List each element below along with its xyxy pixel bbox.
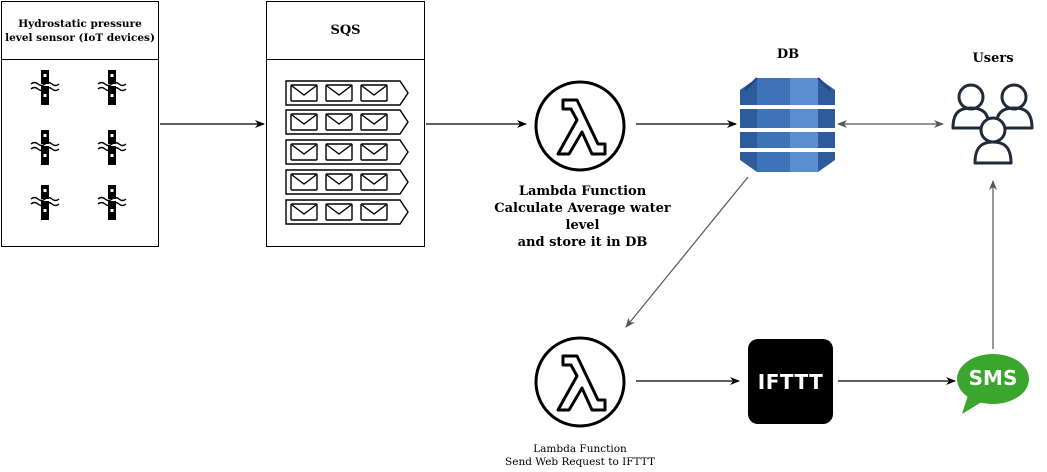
sms-label: SMS — [968, 366, 1018, 390]
users-icon — [951, 83, 1034, 165]
sqs-panel-title: SQS — [267, 2, 424, 60]
lambda-1-label: Lambda Function Calculate Average water … — [480, 183, 685, 251]
lambda-1-label-line3: and store it in DB — [517, 235, 648, 250]
lambda-icon — [534, 80, 626, 172]
lambda-1-label-line1: Lambda Function — [518, 184, 647, 199]
sms-bubble-icon — [957, 354, 1029, 414]
lambda-2-label: Lambda Function Send Web Request to IFTT… — [490, 443, 670, 469]
lambda-icon — [534, 336, 626, 428]
dynamodb-icon — [740, 77, 835, 172]
users-label: Users — [972, 51, 1014, 66]
ifttt-label: IFTTT — [757, 369, 824, 394]
water-level-sensor-icon — [30, 69, 127, 221]
message-queue-icon — [286, 81, 408, 224]
lambda-1-label-line2: Calculate Average water level — [494, 201, 671, 233]
lambda-2-label-line2: Send Web Request to IFTTT — [505, 456, 655, 468]
db-label: DB — [776, 47, 800, 62]
sensor-panel-title: Hydrostatic pressure level sensor (IoT d… — [2, 2, 158, 60]
sensor-panel: Hydrostatic pressure level sensor (IoT d… — [1, 1, 159, 247]
ifttt-icon: IFTTT — [748, 339, 833, 424]
lambda-2-label-line1: Lambda Function — [533, 443, 627, 455]
